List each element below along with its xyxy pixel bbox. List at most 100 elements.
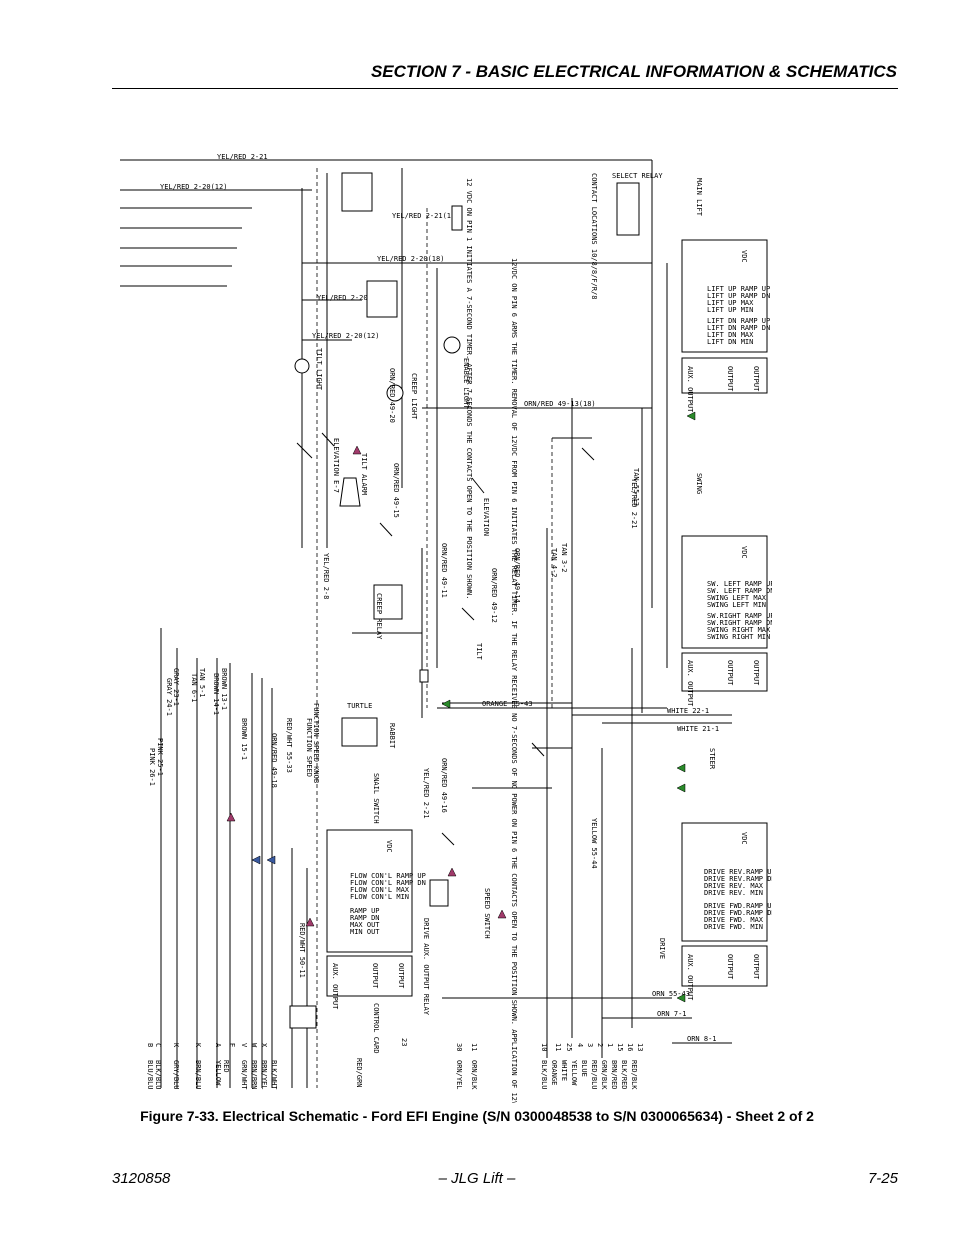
controller-function-speed: FUNCTION SPEED VDC FLOW CON'L RAMP UP FL… xyxy=(305,718,426,1010)
terminal-label: W xyxy=(250,1043,258,1048)
switch-contacts: ELEVATION E-7 TILT ELEVATION xyxy=(296,432,595,846)
wire-color: BLK/RED xyxy=(620,1060,628,1090)
controller-output: FLOW CON'L MIN xyxy=(350,893,409,901)
tilt-light-label: TILT LIGHT xyxy=(315,348,323,391)
control-card-label: CONTROL CARD xyxy=(372,1003,380,1054)
wire-label-top: YEL/RED 2-20(18) xyxy=(377,255,444,263)
wire-label: YEL/RED 2-8 xyxy=(322,553,330,599)
controller-name: MAIN LIFT xyxy=(695,178,703,217)
controller-output: DRIVE REV.RAMP DN xyxy=(704,875,772,883)
controller-output: MAX OUT xyxy=(350,921,380,929)
timer-note-2: 12VDC ON PIN 6 ARMS THE TIMER. REMOVAL O… xyxy=(510,258,518,1103)
wire-color: GRN/BLK xyxy=(600,1060,608,1090)
controller-output: LIFT UP RAMP UP xyxy=(707,285,770,293)
terminal-label: E xyxy=(228,1043,236,1047)
controller-aux: OUTPUT xyxy=(397,963,405,989)
controller-output: DRIVE FWD.RAMP DN xyxy=(704,909,772,917)
terminal-label: 15 xyxy=(616,1043,624,1051)
controller-aux: OUTPUT xyxy=(726,954,734,980)
controller-output: FLOW CON'L RAMP UP xyxy=(350,872,426,880)
controller-name: FUNCTION SPEED xyxy=(305,718,313,777)
header-rule xyxy=(112,88,898,89)
wire-color: BRN/BRN xyxy=(250,1060,258,1090)
electrical-schematic: YEL/RED 2-21 YEL/RED 2-20(12) YEL/RED 2-… xyxy=(120,153,772,1103)
wire-label: ORN/RED 49-20 xyxy=(388,368,396,423)
elevation-switch-label: ELEVATION xyxy=(482,498,490,536)
turtle-label: TURTLE xyxy=(347,702,372,710)
tilt-switch-label: TILT xyxy=(475,643,483,661)
controller-main-lift: MAIN LIFT VDC LIFT UP RAMP UP LIFT UP RA… xyxy=(681,178,770,413)
wire-label: RED/WHT 55-33 xyxy=(285,718,293,773)
controller-aux: OUTPUT xyxy=(726,660,734,686)
bottom-wire-colors: BLU/BLU BLK/BLU GRY/BLU BRN/BLU YELLOW R… xyxy=(146,1058,638,1090)
controller-output: DRIVE FWD. MIN xyxy=(704,923,763,931)
wire-color: RED/GRN xyxy=(355,1058,363,1088)
wire-label: ORN/RED 49-14 xyxy=(513,548,521,603)
wire-color: BLK/BLU xyxy=(154,1060,162,1090)
terminal-label: K xyxy=(194,1043,202,1048)
enable-light-label: ENABLE LIGHT xyxy=(462,358,470,409)
wire-label: ORN/RED 49-13(18) xyxy=(524,400,596,408)
controller-output: DRIVE REV. MIN xyxy=(704,889,763,897)
terminal-label: 10 xyxy=(540,1043,548,1051)
wire-label: ORN/RED 49-12 xyxy=(490,568,498,623)
contact-locations: CONTACT LOCATIONS 10/8/8/F/R/8 xyxy=(590,173,598,299)
wire-label: YEL/RED 2-21 xyxy=(422,768,430,819)
timer-relays: SELECT RELAY xyxy=(341,172,663,318)
elevation-label: ELEVATION E-7 xyxy=(332,438,340,493)
controller-aux: AUX. OUTPUT xyxy=(331,963,339,1010)
creep-relay: CREEP RELAY xyxy=(373,584,403,640)
controller-swing: SWING VDC SW. LEFT RAMP UP SW. LEFT RAMP… xyxy=(681,473,772,707)
terminal-label: 4 xyxy=(576,1043,584,1047)
controller-aux: OUTPUT xyxy=(752,954,760,980)
wire-label: ORN/RED 49-16 xyxy=(440,758,448,813)
controller-output: DRIVE FWD. MAX xyxy=(704,916,764,924)
wire-color: BRN/BLU xyxy=(194,1060,202,1090)
wire-color: RED/BLU xyxy=(590,1060,598,1090)
wire-label: YELLOW 55-44 xyxy=(590,818,598,869)
top-wires: YEL/RED 2-21 YEL/RED 2-20(12) YEL/RED 2-… xyxy=(120,153,652,341)
wire-label: GRAY 23-1 xyxy=(172,668,180,706)
wire-label: TAN 3-2 xyxy=(560,543,568,573)
wire-color: BRN/RED xyxy=(610,1060,618,1090)
wire-label: TAN 4-2 xyxy=(550,548,558,578)
drive-label: DRIVE xyxy=(658,938,666,959)
wire-label: BROWN 14-1 xyxy=(212,673,220,715)
select-relay-label: SELECT RELAY xyxy=(612,172,663,180)
tilt-alarm-label: TILT ALARM xyxy=(360,453,368,495)
controller-output: RAMP DN xyxy=(350,914,380,922)
controller-output: DRIVE FWD.RAMP UP xyxy=(704,902,772,910)
controller-output: LIFT DN RAMP DN xyxy=(707,324,770,332)
wire-label: PINK 26-1 xyxy=(148,748,156,786)
controller-output: DRIVE REV.RAMP UP xyxy=(704,868,772,876)
terminal-label: 3 xyxy=(586,1043,594,1047)
controller-aux: AUX. OUTPUT xyxy=(686,954,694,1001)
controller-aux: OUTPUT xyxy=(752,366,760,392)
controller-output: SWING RIGHT MAX xyxy=(707,626,771,634)
wire-color: GRY/BLU xyxy=(172,1060,180,1090)
vertical-wire-labels: ORN/RED 49-20 ORN/RED 49-15 ORN/RED 49-1… xyxy=(148,368,640,978)
speed-switches: TURTLE RABBIT SNAIL SWITCH FUNCTION SPEE… xyxy=(312,702,666,1054)
terminal-label: V xyxy=(240,1043,248,1048)
controller-vdc: VDC xyxy=(740,546,748,559)
terminal-label: 16 xyxy=(626,1043,634,1051)
timer-notes: 12 VDC ON PIN 1 INITIATES A 7-SECOND TIM… xyxy=(465,173,598,1103)
wire-label: ORN/RED 49-18 xyxy=(270,733,278,788)
controller-vdc: VDC xyxy=(740,250,748,263)
controller-output: FLOW CON'L MAX xyxy=(350,886,410,894)
wire-color: RED/BLK xyxy=(630,1060,638,1090)
drive-aux-relay: DRIVE AUX. OUTPUT RELAY xyxy=(289,879,449,1029)
controller-output: LIFT UP MAX xyxy=(707,299,754,307)
terminal-label: 1 xyxy=(606,1043,614,1047)
terminal-label: 13 xyxy=(636,1043,644,1051)
wire-label: ORN 8-1 xyxy=(687,1035,717,1043)
controller-output: SWING RIGHT MIN xyxy=(707,633,770,641)
controller-output: LIFT UP MIN xyxy=(707,306,753,314)
terminal-label: B xyxy=(146,1043,154,1047)
wire-label-top: YEL/RED 2-21 xyxy=(217,153,268,161)
vertical-buses xyxy=(160,160,668,1088)
wire-label: GRAY 24-1 xyxy=(165,678,173,716)
wire-color: BLK/BLU xyxy=(540,1060,548,1090)
timer-note-1: 12 VDC ON PIN 1 INITIATES A 7-SECOND TIM… xyxy=(465,178,473,599)
wire-label: BROWN 13-1 xyxy=(220,668,228,710)
